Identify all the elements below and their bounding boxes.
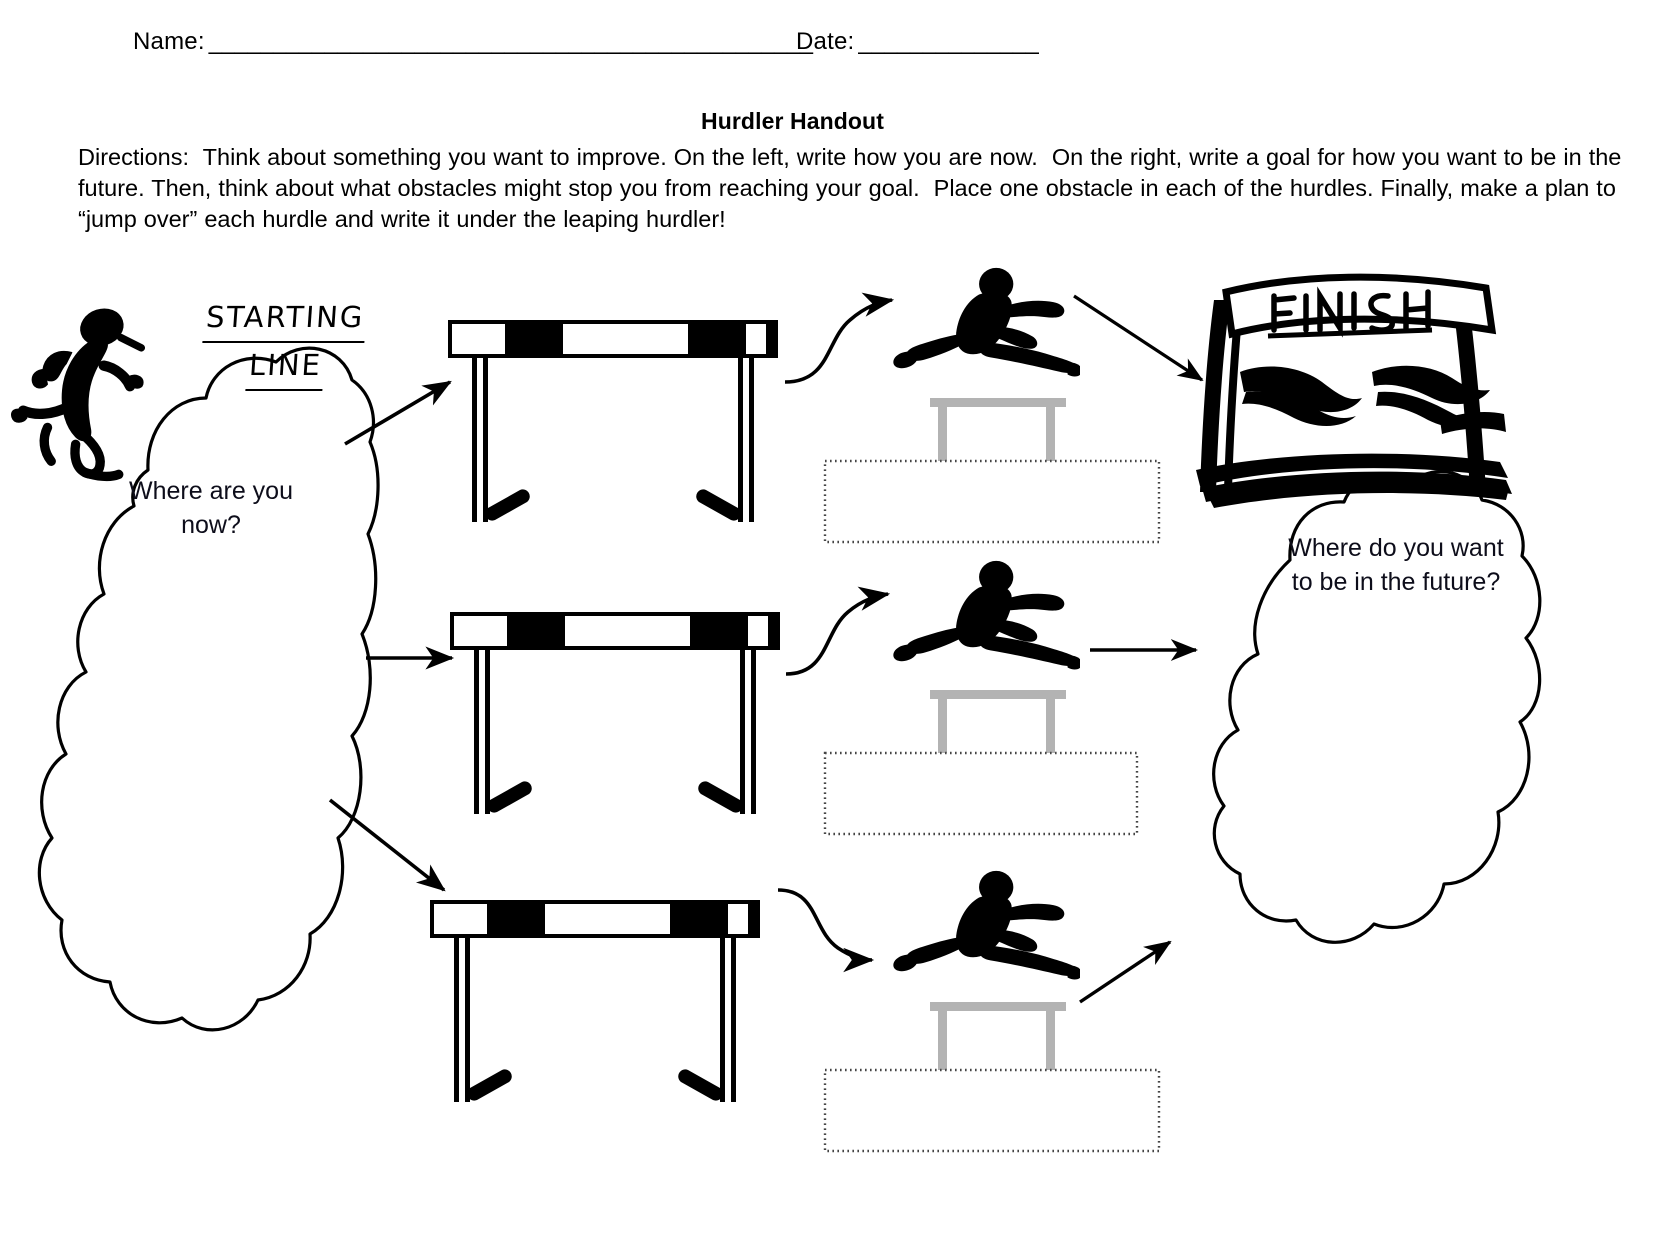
leaping-hurdler-3 (893, 870, 1080, 980)
running-stick-figure-icon (12, 304, 144, 477)
where-are-you-now-label: Where are you now? (129, 477, 293, 539)
hurdle-1[interactable] (448, 320, 778, 524)
finish-line-graphic (1196, 273, 1512, 508)
starting-line-word-1: STARTING (202, 295, 368, 343)
name-field[interactable]: Name:___________________________________… (133, 28, 813, 56)
where-do-you-want-to-be-cloud[interactable] (1212, 470, 1542, 944)
directions-paragraph: Directions: Think about something you wa… (78, 144, 1629, 232)
answer-box-2[interactable] (823, 751, 1139, 836)
name-write-line[interactable]: ________________________________________… (208, 28, 813, 55)
page-title: Hurdler Handout (701, 108, 884, 134)
name-label: Name: (133, 28, 205, 55)
arrow-hurdle-3-to-hurdler-3 (777, 888, 875, 973)
where-are-you-now-cloud[interactable] (37, 346, 380, 1032)
arrow-hurdle-1-to-hurdler-1 (784, 292, 895, 384)
date-label: Date: (796, 28, 855, 55)
arrow-cloud-to-hurdle-3 (328, 798, 446, 892)
answer-box-1[interactable] (823, 459, 1161, 544)
answer-box-3[interactable] (823, 1068, 1161, 1153)
hurdle-row-3: cl (328, 798, 1172, 1153)
starting-line-label: STARTING LINE (180, 295, 390, 391)
arrow-cloud-to-hurdle-1 (344, 380, 452, 446)
date-field[interactable]: Date:______________ (796, 28, 1039, 56)
starting-line-word-2: LINE (244, 343, 326, 391)
date-write-line[interactable]: ______________ (858, 28, 1039, 55)
hurdle-row-1: cl (344, 267, 1204, 544)
hurdle-2[interactable] (450, 612, 780, 816)
hurdle-3[interactable] (430, 900, 760, 1104)
header-fields: Name:___________________________________… (0, 28, 1659, 74)
leaping-hurdler-1 (893, 267, 1080, 377)
leaping-hurdler-2 (893, 560, 1080, 670)
arrow-hurdle-2-to-hurdler-2 (785, 586, 891, 676)
hurdle-row-2: cl (366, 560, 1199, 836)
arrow-hurdler-3-to-cloud (1079, 940, 1172, 1004)
arrow-hurdler-1-to-finish (1073, 294, 1204, 382)
where-do-you-want-to-be-label: Where do you want to be in the future? (1288, 534, 1504, 596)
